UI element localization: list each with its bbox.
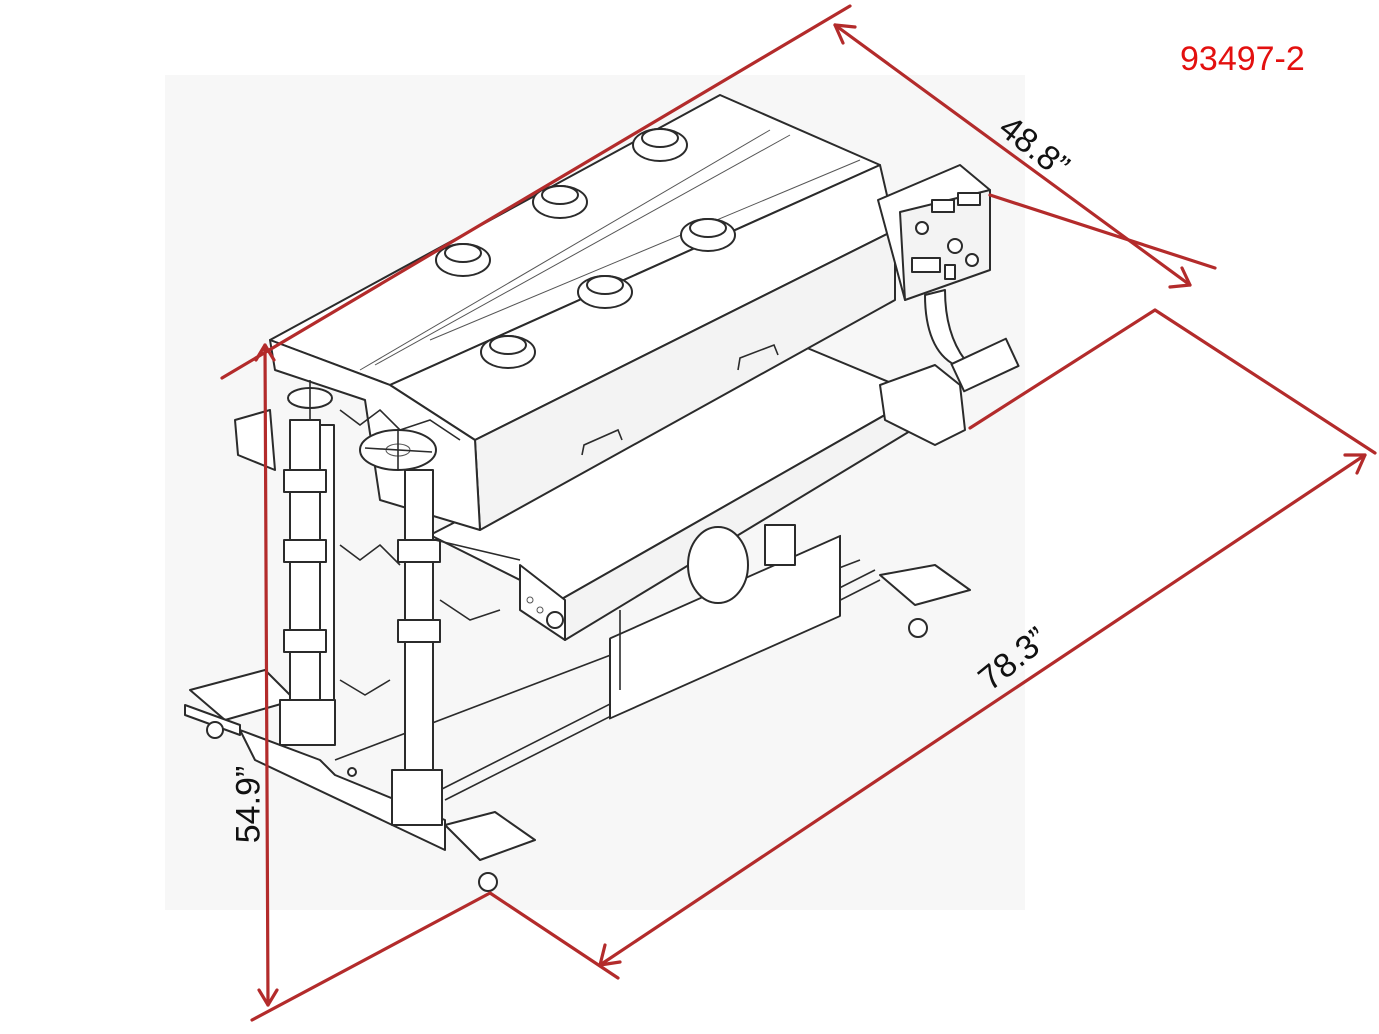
height-dimension-label: 54.9” bbox=[229, 765, 268, 844]
control-panel bbox=[877, 164, 1020, 446]
right-column bbox=[359, 429, 443, 826]
dimension-height-line bbox=[250, 343, 492, 1022]
cooling-vents bbox=[435, 128, 736, 369]
drive-motor bbox=[609, 524, 841, 720]
dimension-depth-line bbox=[220, 4, 1217, 380]
dimension-width-line bbox=[488, 308, 1377, 980]
part-number: 93497-2 bbox=[1180, 40, 1305, 78]
left-column bbox=[279, 380, 336, 746]
